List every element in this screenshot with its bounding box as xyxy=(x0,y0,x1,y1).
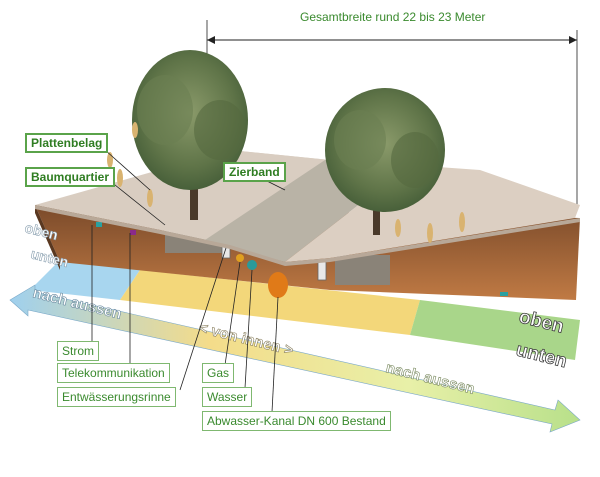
label-telekommunikation: Telekommunikation xyxy=(57,363,170,383)
label-entwaesserungsrinne: Entwässerungsrinne xyxy=(57,387,176,407)
ground-zones xyxy=(30,260,580,360)
label-baumquartier: Baumquartier xyxy=(25,167,116,187)
tree-pit-foundation-right xyxy=(335,255,390,285)
label-plattenbelag: Plattenbelag xyxy=(25,133,109,153)
dimension-label: Gesamtbreite rund 22 bis 23 Meter xyxy=(300,10,486,24)
label-gas: Gas xyxy=(202,363,235,383)
tree-left xyxy=(132,50,248,220)
utility-pipes xyxy=(96,222,508,298)
label-abwasser-kanal: Abwasser-Kanal DN 600 Bestand xyxy=(202,411,391,431)
tree-right xyxy=(325,88,445,235)
leader-lines xyxy=(91,149,286,413)
label-strom: Strom xyxy=(57,341,100,361)
direction-arrow xyxy=(9,284,581,433)
label-zierband: Zierband xyxy=(223,162,286,182)
label-wasser: Wasser xyxy=(202,387,253,407)
